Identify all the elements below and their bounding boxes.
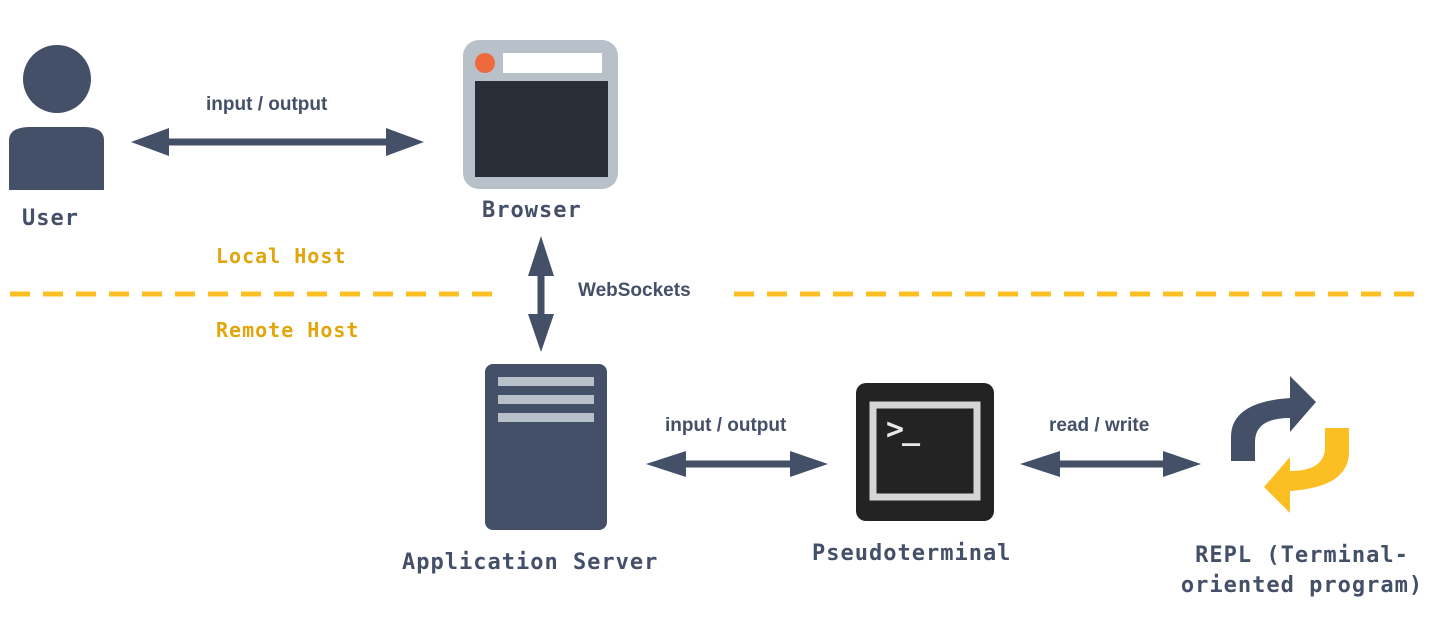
local-host-label: Local Host [216,244,347,268]
repl-label-line1: REPL (Terminal- [1195,543,1409,568]
server-icon [485,364,607,530]
repl-label: REPL (Terminal- oriented program) [1164,541,1440,601]
repl-label-line2: oriented program) [1180,573,1424,598]
arrow-browser-server [528,236,554,352]
arrow-server-pty [646,451,828,477]
arrow-user-browser [131,128,424,156]
arrow-pty-repl [1020,451,1201,477]
browser-window-icon [463,40,618,189]
edge-label-user-browser: input / output [206,94,328,115]
terminal-prompt: >_ [886,412,920,447]
browser-label: Browser [482,198,582,223]
terminal-icon [856,383,994,521]
pty-label: Pseudoterminal [812,541,1012,566]
cycle-arrows-icon [1231,376,1349,513]
user-icon [9,45,104,190]
server-label: Application Server [402,550,659,575]
edge-label-server-pty: input / output [665,415,787,436]
edge-label-websockets: WebSockets [578,280,691,301]
remote-host-label: Remote Host [216,318,360,342]
user-label: User [22,206,79,231]
edge-label-pty-repl: read / write [1049,415,1150,436]
